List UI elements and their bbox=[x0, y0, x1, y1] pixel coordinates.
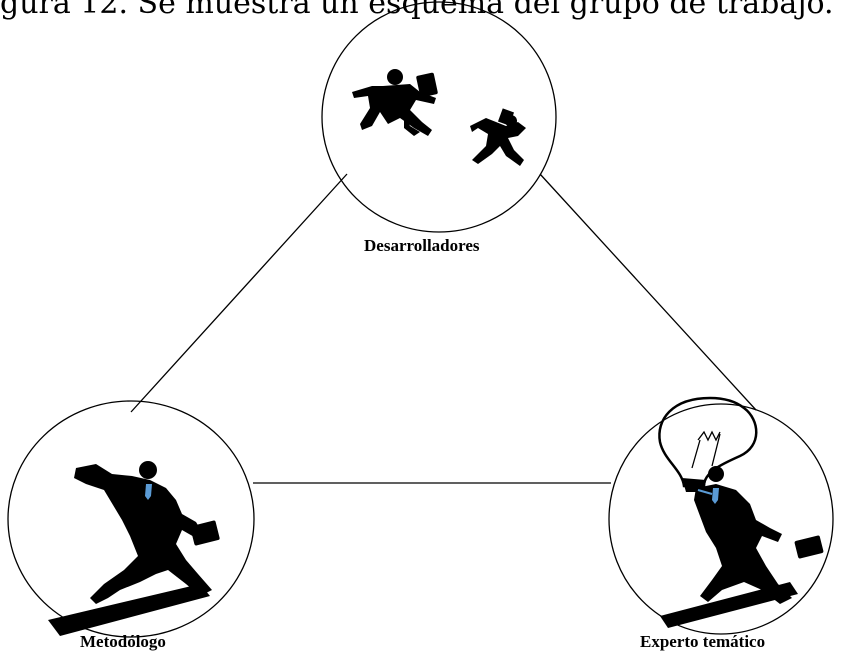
edge-developers-expert bbox=[539, 173, 757, 411]
node-methodologist-circle bbox=[7, 400, 255, 638]
methodologist-label: Metodólogo bbox=[80, 632, 166, 651]
developers-label: Desarrolladores bbox=[364, 236, 480, 255]
running-businessmen-icon bbox=[352, 69, 526, 166]
expert-label: Experto temático bbox=[640, 632, 766, 651]
lightbulb-idea-businessman-icon bbox=[658, 396, 824, 628]
figure-caption: gura 12. Se muestra un esquema del grupo… bbox=[0, 0, 834, 21]
node-expert-circle bbox=[608, 403, 834, 635]
climbing-businessman-icon bbox=[48, 461, 220, 636]
edge-developers-methodologist bbox=[130, 173, 348, 413]
node-developers-circle bbox=[321, 1, 557, 233]
